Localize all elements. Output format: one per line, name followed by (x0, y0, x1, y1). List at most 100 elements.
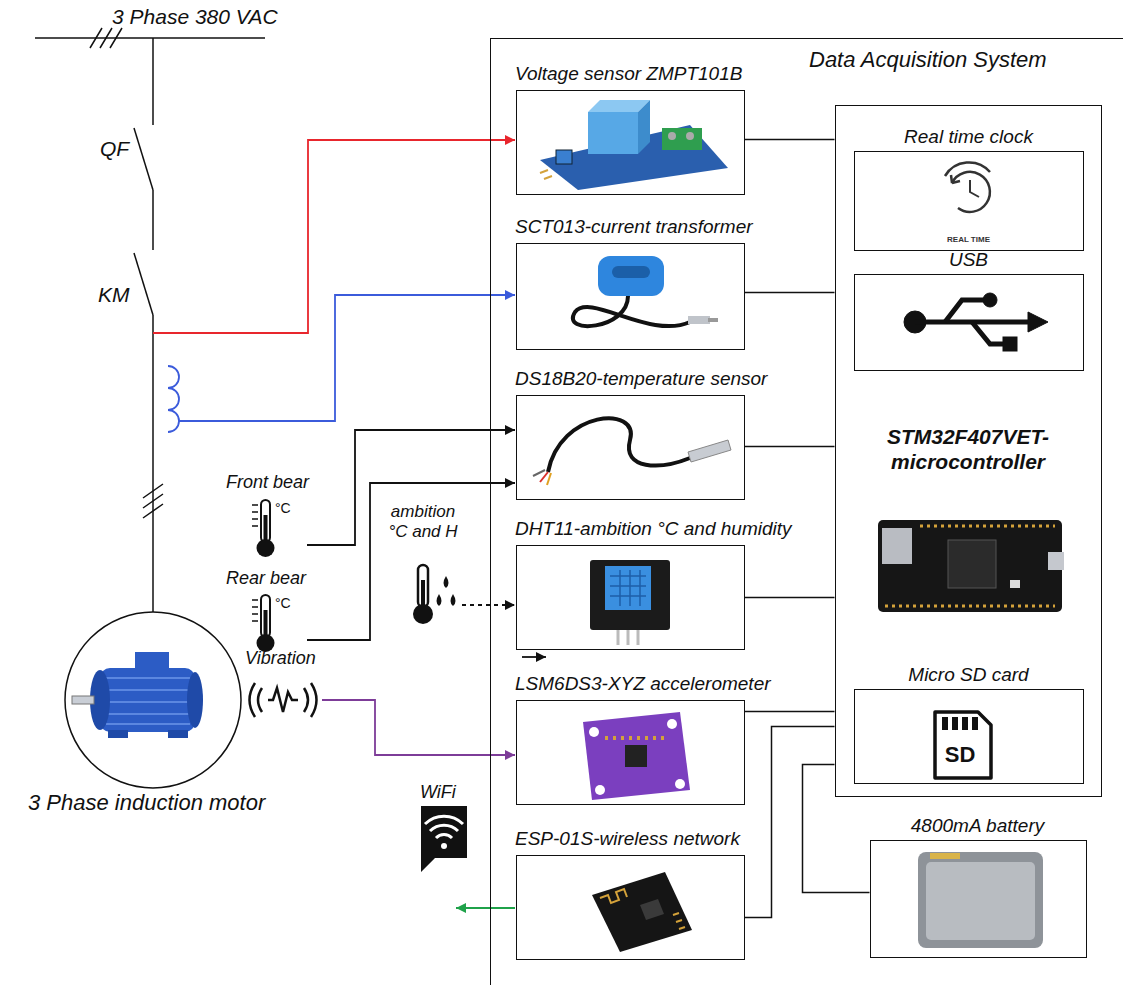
sensor-heading: Voltage sensor ZMPT101B (515, 63, 742, 86)
probe-picture (540, 472, 548, 482)
power-line (65, 612, 241, 788)
sd-card-icon (952, 717, 958, 730)
battery-picture (926, 862, 1035, 940)
motor-label: 3 Phase induction motor (28, 790, 265, 816)
module-box: Micro SD cardSD (854, 689, 1084, 784)
voltage-sensor-picture (662, 128, 702, 150)
wifi-icon (421, 806, 467, 872)
usb-icon (1003, 337, 1017, 351)
dht-picture (590, 560, 670, 630)
text-slot: 4800mA battery (869, 815, 1086, 838)
motor-icon (106, 678, 190, 724)
sensor-point-label: Vibration (245, 648, 316, 670)
module-heading: Micro SD card (908, 664, 1028, 687)
sensor-box: DHT11-ambition °C and humidity (516, 545, 745, 650)
accelerometer-picture (595, 785, 605, 795)
text-slot: REAL TIME (855, 228, 1082, 246)
text-slot: Rear bear (226, 568, 306, 590)
vibration-icon (250, 683, 256, 717)
clock-icon (945, 162, 990, 211)
sd-card-icon (962, 717, 968, 730)
current-clamp-picture (598, 256, 664, 296)
current-coil (168, 366, 179, 432)
dht-picture (590, 560, 670, 645)
thermometer-icon (257, 539, 275, 557)
unit-label: °C (275, 595, 291, 612)
wire (745, 139, 835, 141)
current-clamp-picture (573, 296, 690, 326)
wifi-icon (441, 843, 447, 849)
module-heading: USB (949, 249, 988, 272)
power-line (35, 28, 265, 788)
text-slot: SD (932, 742, 988, 768)
text-slot: Vibration (245, 648, 316, 670)
vibration-icon (250, 683, 317, 717)
text-slot: ESP-01S-wireless network (515, 828, 740, 851)
text-slot: 3 Phase 380 VAC (112, 4, 278, 29)
board-picture (1010, 580, 1020, 588)
motor-icon (135, 652, 169, 670)
text-slot: DS18B20-temperature sensor (515, 368, 767, 391)
current-clamp-picture (688, 316, 710, 324)
accelerometer-picture (675, 779, 685, 789)
voltage-sensor-picture (668, 132, 676, 140)
sensor-heading: DS18B20-temperature sensor (515, 368, 767, 391)
motor-icon (72, 696, 94, 704)
sensor-box: LSM6DS3-XYZ accelerometer (516, 700, 745, 805)
probe-picture (548, 418, 690, 472)
power-line (152, 190, 154, 250)
current-clamp-picture (573, 256, 718, 326)
accelerometer-picture (667, 719, 677, 729)
sensor-point-label: ambition °C and H (383, 502, 463, 543)
board-picture (948, 540, 996, 588)
text-slot: Data Acquisition System (809, 47, 1047, 73)
motor-icon (168, 730, 188, 738)
battery-box: 4800mA battery (870, 840, 1087, 958)
clock-icon (945, 162, 990, 176)
wireless-label: WiFi (420, 782, 456, 804)
microcontroller-box: STM32F407VET- microcontrollerReal time c… (835, 105, 1102, 797)
switch-label: QF (100, 136, 129, 161)
sensor-box: DS18B20-temperature sensor (516, 395, 745, 500)
accelerometer-picture (589, 727, 599, 737)
wire (745, 292, 835, 294)
thermometer-icon (252, 505, 258, 526)
board-picture (920, 525, 1055, 528)
accelerometer-picture (583, 712, 690, 800)
sd-card-icon (935, 712, 991, 778)
power-line (152, 38, 154, 125)
voltage-sensor-picture (540, 100, 728, 190)
motor-icon (72, 652, 203, 738)
module-box: ESP-01S-wireless network (516, 855, 745, 960)
wifi-module-picture (600, 889, 627, 903)
unit-label: °C (275, 500, 291, 517)
system-boundary: Data Acquisition SystemVoltage sensor ZM… (490, 38, 1123, 985)
power-line (134, 253, 153, 315)
battery-picture (918, 852, 1043, 948)
text-slot: °C (275, 499, 291, 517)
probe-picture (547, 473, 551, 485)
usb-icon (945, 300, 985, 322)
probe-picture (533, 418, 731, 485)
humidity-icon (437, 594, 442, 606)
battery-picture (930, 853, 960, 859)
wire (745, 727, 835, 918)
board-picture (1048, 552, 1064, 570)
power-line (143, 484, 163, 518)
motor-icon (100, 668, 195, 732)
text-slot: QF (100, 136, 129, 161)
clock-icon (952, 172, 990, 212)
vibration-icon (258, 688, 262, 712)
signal-wire (153, 140, 515, 333)
usb-icon (983, 293, 997, 307)
probe-picture (688, 440, 731, 462)
dht-picture (618, 630, 638, 645)
motor-icon (108, 730, 128, 738)
sd-card-icon (972, 717, 978, 730)
text-slot: 3 Phase induction motor (28, 790, 265, 816)
wifi-icon (425, 816, 463, 824)
wifi-module-picture (673, 913, 685, 929)
text-slot: ambition °C and H (383, 502, 463, 543)
sd-card-icon (942, 717, 948, 730)
vibration-icon (304, 688, 308, 712)
